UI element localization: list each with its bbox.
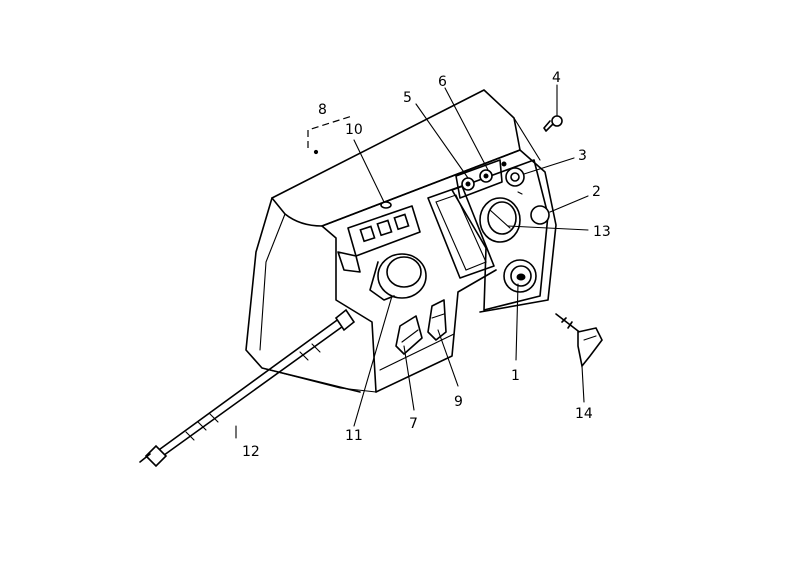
gauge-13 — [479, 197, 521, 243]
speedometer-gauge — [369, 253, 427, 301]
callout-3: 3 — [578, 148, 587, 164]
speedometer-cable — [139, 308, 356, 468]
knob-3 — [505, 167, 525, 195]
leader-2 — [549, 195, 589, 213]
bracket-8-dot — [313, 149, 319, 155]
callout-12: 12 — [242, 444, 260, 460]
callout-2: 2 — [592, 184, 601, 200]
callout-1: 1 — [511, 368, 520, 384]
round-button-2 — [530, 205, 550, 225]
indicator-light-cluster — [337, 201, 421, 273]
dashboard-housing — [245, 89, 557, 393]
callout-8: 8 — [318, 102, 327, 118]
leader-7 — [403, 345, 415, 411]
leader-5 — [415, 103, 469, 179]
callout-4: 4 — [552, 70, 561, 86]
leader-lines — [235, 84, 589, 439]
leader-3 — [523, 157, 575, 175]
callout-6: 6 — [438, 74, 447, 90]
ignition-switch — [503, 259, 537, 293]
lever-7 — [395, 315, 423, 355]
leader-11 — [353, 295, 393, 427]
ignition-key — [555, 313, 603, 368]
leader-10 — [353, 139, 385, 203]
callout-5: 5 — [403, 90, 412, 106]
callout-13: 13 — [593, 224, 611, 240]
bracket-8 — [307, 115, 353, 148]
callout-14: 14 — [575, 406, 593, 422]
leader-6 — [444, 87, 489, 171]
callout-7: 7 — [409, 416, 418, 432]
leader-13 — [507, 225, 589, 231]
callout-9: 9 — [454, 394, 463, 410]
callout-11: 11 — [345, 428, 363, 444]
leader-1 — [515, 283, 519, 361]
callout-10: 10 — [345, 122, 363, 138]
lever-9 — [427, 299, 447, 341]
screw-4 — [543, 115, 563, 132]
leader-9 — [437, 329, 459, 387]
leader-14 — [581, 365, 585, 403]
